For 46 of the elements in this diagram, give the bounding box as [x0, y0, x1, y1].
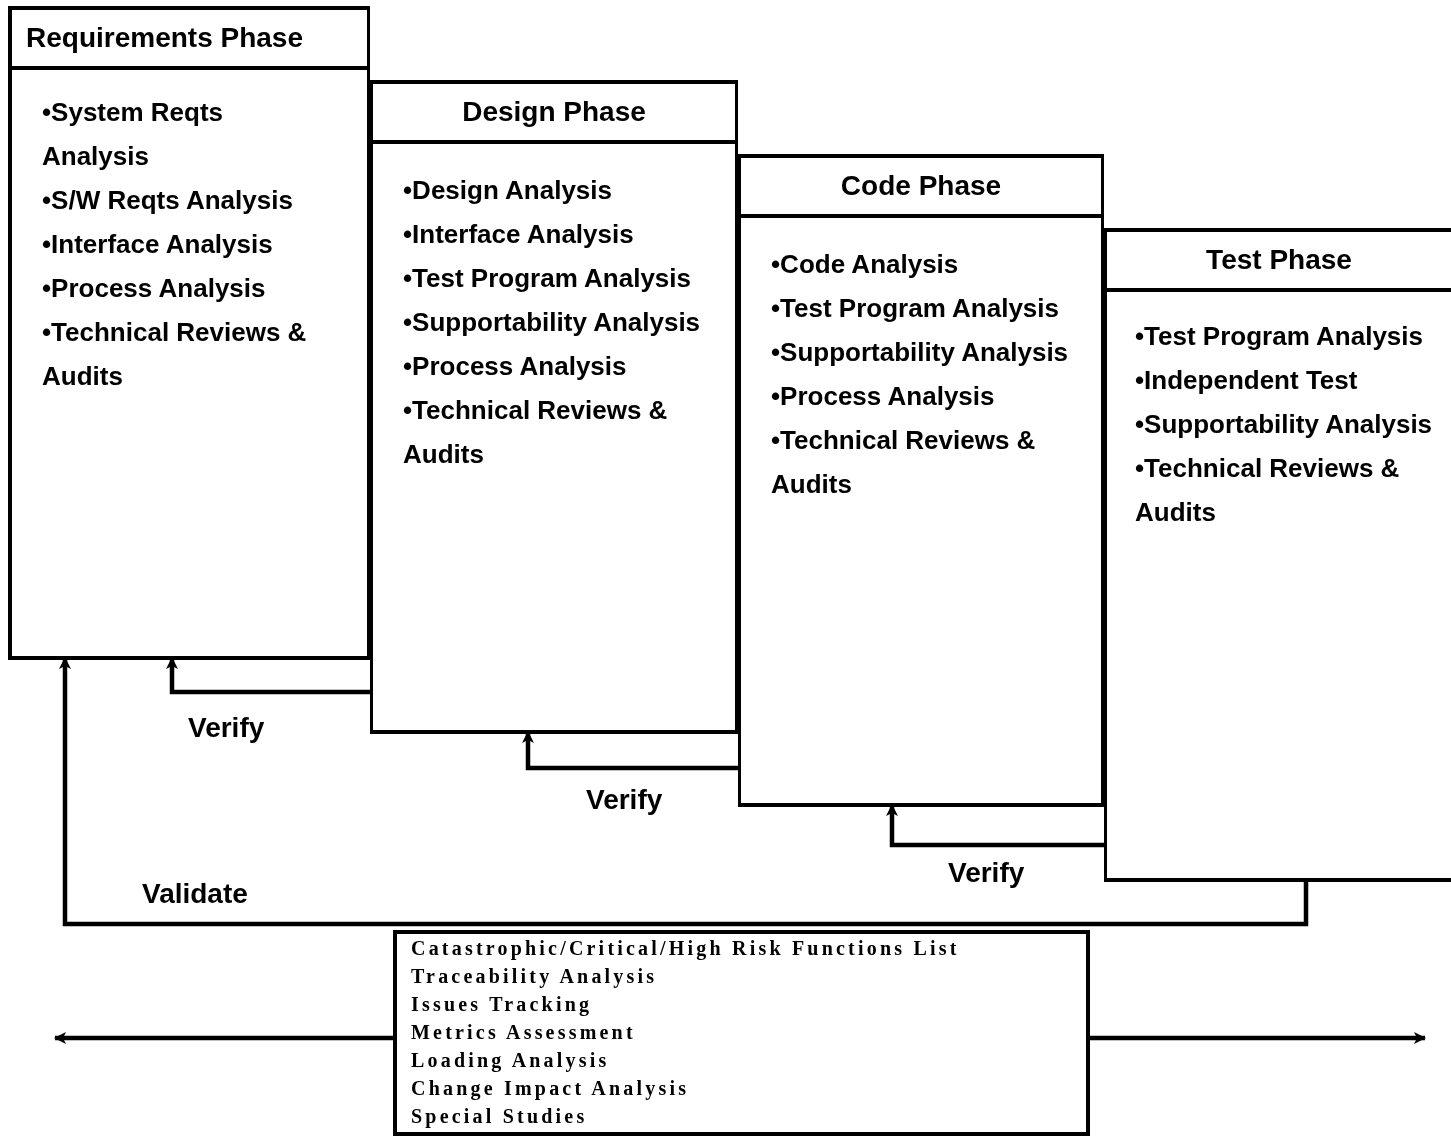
phase-title: Test Phase	[1107, 232, 1451, 292]
edge-label: Validate	[142, 878, 248, 910]
edge-label: Verify	[586, 784, 663, 816]
phase-title: Code Phase	[741, 158, 1101, 218]
edge-label: Verify	[948, 857, 1025, 889]
bullet-item: •Process Analysis	[403, 350, 628, 383]
arrow	[59, 657, 1309, 927]
bullet-item: •Design Analysis	[403, 174, 613, 207]
phase-box	[738, 154, 1104, 807]
phase-title: Design Phase	[373, 84, 735, 144]
bullet-item: •Supportability Analysis	[771, 336, 1070, 369]
list-item: Change Impact Analysis	[411, 1076, 690, 1102]
bullet-item: •Interface Analysis	[403, 218, 635, 251]
bullet-item: •Test Program Analysis	[403, 262, 692, 295]
phase-box	[370, 80, 738, 734]
bullet-item: •Supportability Analysis	[1135, 408, 1434, 441]
bullet-item: •Process Analysis	[771, 380, 996, 413]
bullet-item: •System Reqts Analysis	[42, 96, 225, 173]
arrow	[1090, 1032, 1426, 1044]
arrow	[166, 657, 370, 695]
edge-label: Verify	[188, 712, 265, 744]
list-item: Metrics Assessment	[411, 1020, 636, 1045]
arrow	[54, 1032, 393, 1044]
phase-title: Requirements Phase	[12, 10, 367, 70]
list-box	[393, 930, 1090, 1136]
arrow	[886, 804, 1104, 848]
bullet-item: •Interface Analysis	[42, 228, 274, 261]
list-item: Loading Analysis	[411, 1048, 610, 1074]
bullet-item: •Code Analysis	[771, 248, 960, 281]
list-item: Traceability Analysis	[411, 964, 658, 990]
phase-box	[1104, 228, 1451, 882]
bullet-item: •Test Program Analysis	[1135, 320, 1424, 353]
bullet-item: •S/W Reqts Analysis	[42, 184, 294, 217]
bullet-item: •Technical Reviews & Audits	[1135, 452, 1401, 529]
bullet-item: •Technical Reviews & Audits	[771, 424, 1037, 501]
phase-box	[8, 6, 370, 660]
bullet-item: •Test Program Analysis	[771, 292, 1060, 325]
bullet-item: •Independent Test	[1135, 364, 1359, 397]
bullet-item: •Technical Reviews & Audits	[403, 394, 669, 471]
list-item: Issues Tracking	[411, 992, 593, 1018]
list-item: Catastrophic/Critical/High Risk Functions List	[411, 936, 960, 962]
bullet-item: •Supportability Analysis	[403, 306, 702, 339]
list-item: Special Studies	[411, 1104, 588, 1130]
arrow	[522, 731, 738, 771]
bullet-item: •Technical Reviews & Audits	[42, 316, 308, 393]
bullet-item: •Process Analysis	[42, 272, 267, 305]
